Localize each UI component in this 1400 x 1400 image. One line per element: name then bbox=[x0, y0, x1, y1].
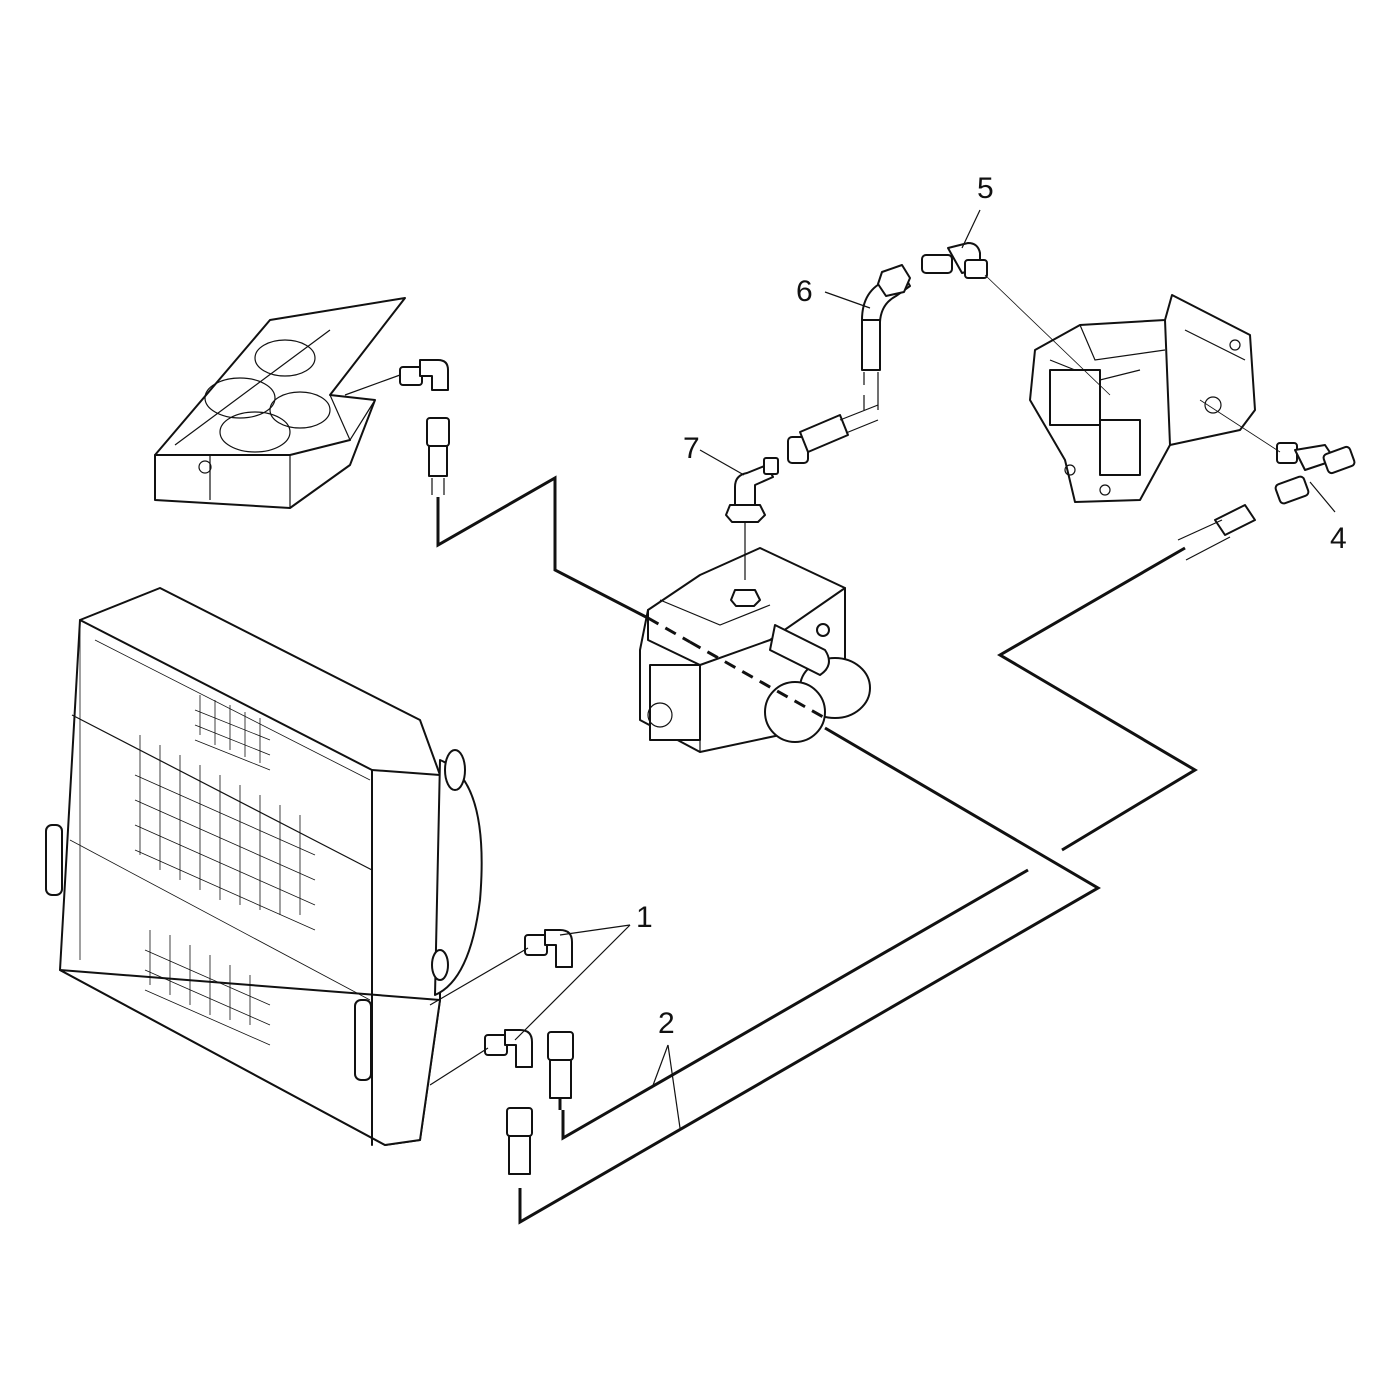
callout-4: 4 bbox=[1330, 522, 1347, 555]
pipe-runs bbox=[436, 475, 1198, 1225]
callout-1: 1 bbox=[636, 901, 653, 934]
pump-elbow-fitting bbox=[725, 457, 779, 607]
leader-lines bbox=[514, 209, 1336, 1129]
motor-elbow-fitting bbox=[921, 242, 988, 279]
hydraulic-motor bbox=[1029, 294, 1256, 503]
tee-fitting bbox=[1177, 442, 1356, 561]
oil-cooler bbox=[45, 587, 483, 1146]
gearbox-housing bbox=[154, 297, 406, 509]
callout-5: 5 bbox=[977, 172, 994, 205]
callout-7: 7 bbox=[683, 432, 700, 465]
cooler-upper-elbow bbox=[429, 929, 574, 1099]
callout-2: 2 bbox=[658, 1007, 675, 1040]
hose-fitting bbox=[861, 264, 911, 410]
hydraulic-pump bbox=[639, 547, 871, 753]
cooler-lower-elbow bbox=[429, 1029, 533, 1175]
gearbox-elbow-fitting bbox=[344, 359, 450, 495]
callout-labels: 1 2 4 5 6 7 bbox=[636, 172, 1347, 1040]
callout-6: 6 bbox=[796, 275, 813, 308]
cooler-core-hatching bbox=[134, 695, 316, 1046]
straight-fitting bbox=[787, 404, 879, 464]
